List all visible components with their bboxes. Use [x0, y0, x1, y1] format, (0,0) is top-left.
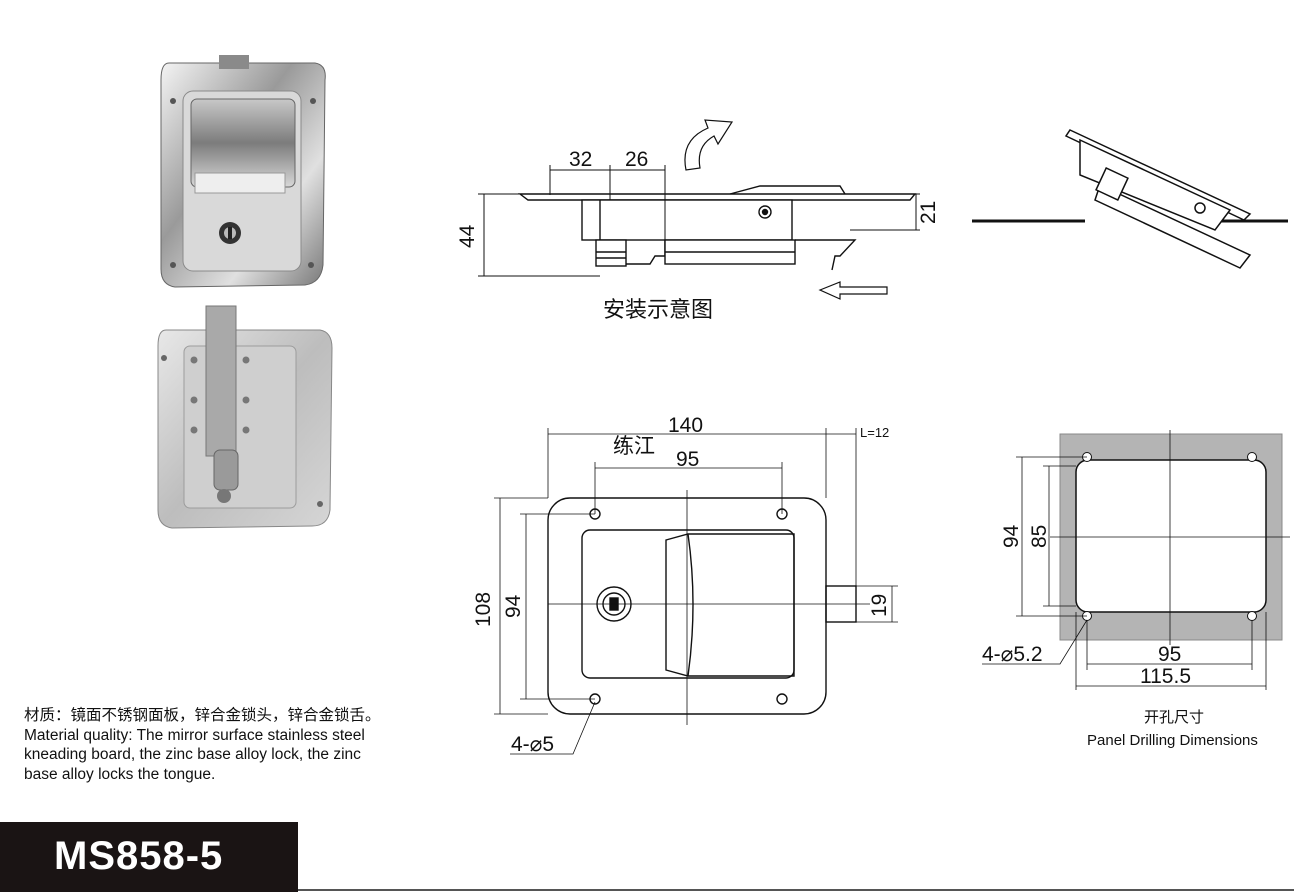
front-dim-94: 94 [502, 594, 525, 618]
bottom-divider [298, 889, 1294, 891]
model-code: MS858-5 [54, 834, 224, 878]
cutout-caption-en: Panel Drilling Dimensions [1087, 732, 1258, 749]
material-en-line-2: kneading board, the zinc base alloy lock… [24, 746, 361, 763]
material-cn: 材质：镜面不锈钢面板，锌合金锁头，锌合金锁舌。 [24, 707, 381, 724]
cutout-dim-94: 94 [1000, 524, 1023, 548]
material-en-line-1: Material quality: The mirror surface sta… [24, 726, 365, 744]
front-dim-140: 140 [668, 414, 703, 437]
install-dim-44: 44 [456, 224, 479, 248]
cutout-dim-95: 95 [1158, 643, 1181, 666]
install-caption: 安装示意图 [603, 297, 713, 322]
material-description: 材质：镜面不锈钢面板，锌合金锁头，锌合金锁舌。 Material quality… [24, 706, 454, 784]
cutout-dim-holes: 4-⌀5.2 [982, 643, 1043, 666]
front-dim-108: 108 [472, 592, 495, 627]
install-dim-32: 32 [569, 148, 592, 171]
cutout-caption-cn: 开孔尺寸 [1144, 709, 1204, 726]
front-watermark: 练江 [613, 435, 655, 458]
front-dim-19: 19 [868, 594, 891, 617]
install-dim-21: 21 [917, 201, 940, 224]
front-dim-holes: 4-⌀5 [511, 733, 554, 756]
cutout-dim-85: 85 [1028, 525, 1051, 548]
front-dim-length-note: L=12 [860, 425, 889, 440]
front-dim-95: 95 [676, 448, 699, 471]
product-photo-back [157, 305, 333, 529]
cutout-dim-115-5: 115.5 [1140, 665, 1191, 688]
model-bar [0, 822, 298, 892]
install-dim-26: 26 [625, 148, 648, 171]
product-photo-front [160, 55, 326, 288]
material-en-line-3: base alloy locks the tongue. [24, 765, 216, 783]
